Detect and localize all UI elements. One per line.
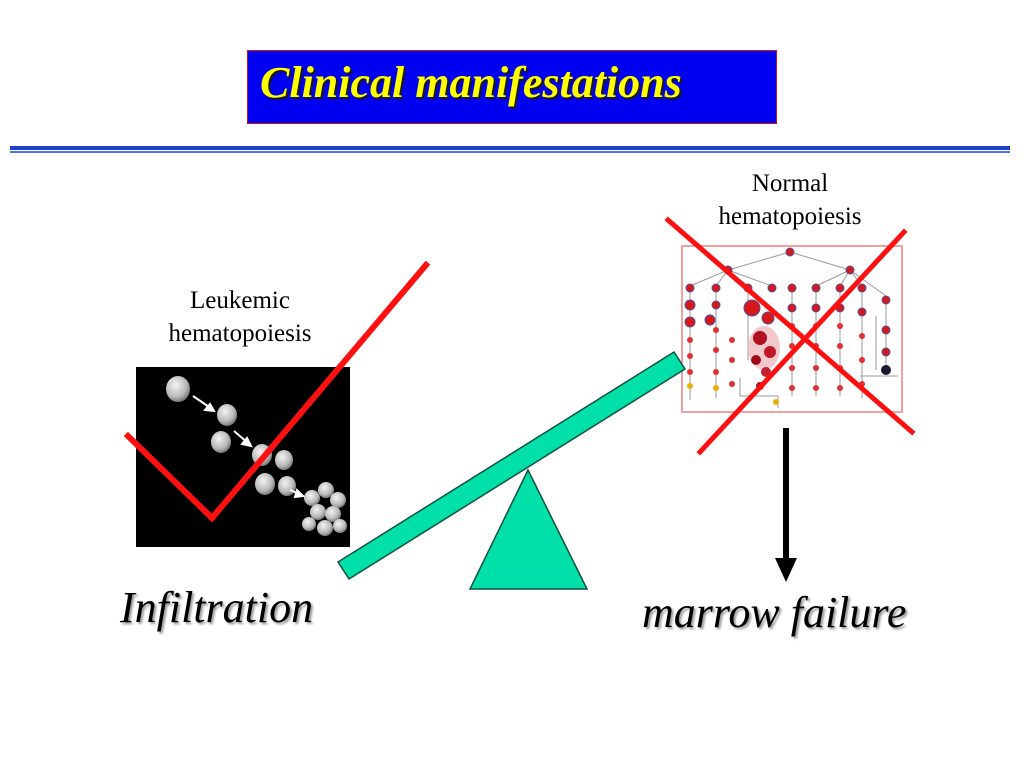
infiltration-label: Infiltration	[120, 583, 314, 632]
normal-label: Normal hematopoiesis	[685, 167, 895, 233]
leukemic-label: Leukemic hematopoiesis	[140, 284, 340, 350]
normal-label-line2: hematopoiesis	[718, 203, 862, 230]
header-divider	[10, 146, 1010, 150]
cross-mark	[664, 216, 916, 456]
marrow-failure-label: marrow failure	[642, 588, 907, 637]
header-divider-thin	[10, 151, 1010, 153]
leukemic-label-line2: hematopoiesis	[168, 320, 312, 347]
seesaw	[336, 350, 687, 590]
down-arrow	[775, 428, 797, 582]
title-banner: Clinical manifestations	[247, 50, 777, 124]
normal-label-line1: Normal	[751, 170, 829, 197]
cell-cluster	[302, 482, 347, 536]
seesaw-fulcrum	[468, 468, 589, 590]
leukemic-label-line1: Leukemic	[190, 287, 290, 314]
check-mark	[123, 260, 431, 523]
slide-title: Clinical manifestations	[260, 58, 682, 107]
